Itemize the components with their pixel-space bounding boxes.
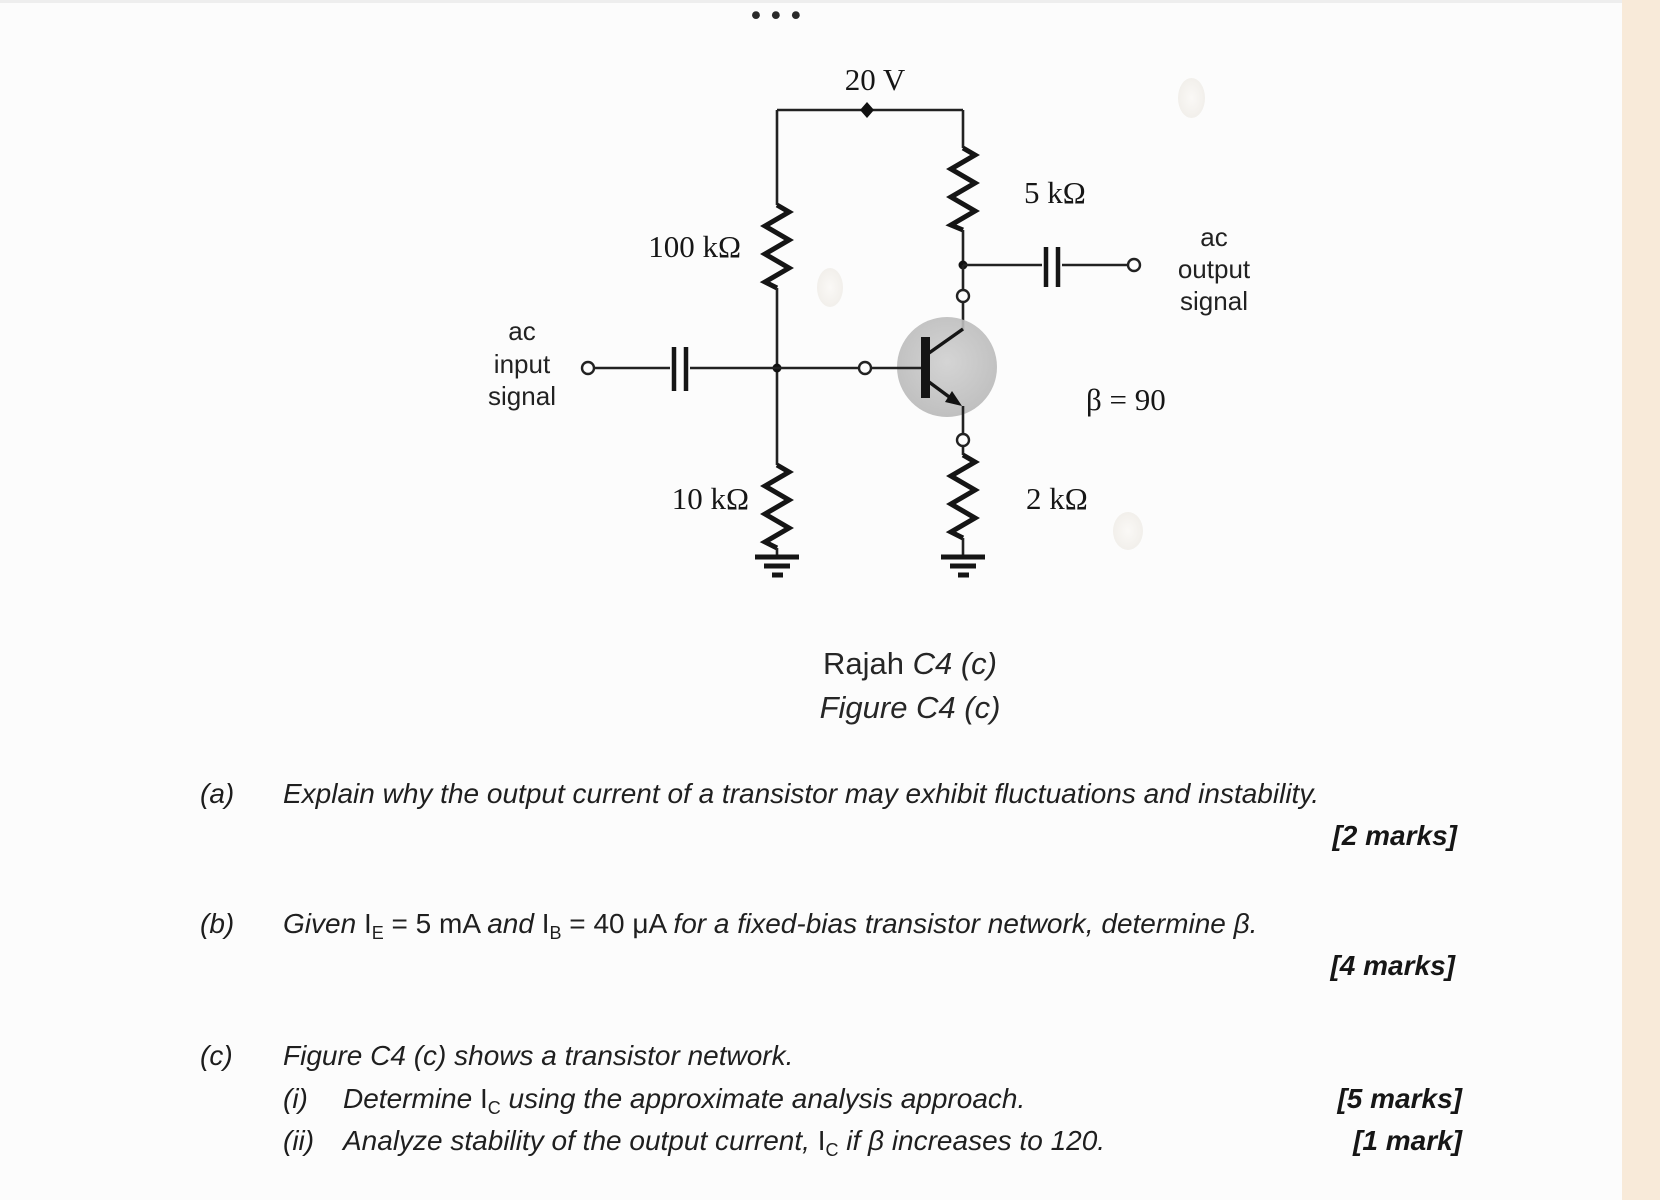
- scan-ghost-mark: [1113, 512, 1143, 550]
- question-c-text: Figure C4 (c) shows a transistor network…: [283, 1040, 794, 1071]
- resistor-100k-label: 100 kΩ: [648, 229, 741, 264]
- question-ci-text: Determine IC using the approximate analy…: [343, 1083, 1026, 1118]
- resistor-100k: [759, 202, 794, 291]
- ground-symbol-right: [941, 554, 985, 578]
- scan-ghost-mark: [1178, 78, 1205, 118]
- symbol-ib: IB: [541, 908, 562, 943]
- output-terminal: [1126, 257, 1142, 273]
- transistor-collector-lead: [928, 327, 964, 355]
- symbol-ic: IC: [479, 1083, 501, 1118]
- svg-text:input: input: [494, 349, 551, 379]
- transistor-emitter-lead: [927, 380, 954, 401]
- transistor-circuit-diagram: 20 V 100 kΩ 10 kΩ 5 kΩ ac output: [488, 62, 1251, 578]
- question-a-text: Explain why the output current of a tran…: [283, 778, 1320, 809]
- resistor-5k: [945, 145, 980, 233]
- input-capacitor: [671, 347, 689, 391]
- input-terminal: [580, 360, 596, 376]
- question-cii-text: Analyze stability of the output current,…: [343, 1125, 1106, 1160]
- page-edge-strip: [1622, 0, 1660, 1200]
- input-signal-label: ac input signal: [488, 316, 556, 411]
- caption-word-rajah: Rajah: [823, 646, 913, 681]
- question-c-label: (c): [200, 1040, 233, 1071]
- question-ci-marks: [5 marks]: [1337, 1083, 1462, 1114]
- beta-label: β = 90: [1086, 382, 1166, 417]
- svg-text:signal: signal: [488, 381, 556, 411]
- resistor-5k-label: 5 kΩ: [1024, 175, 1086, 210]
- question-ci-label: (i): [283, 1083, 308, 1114]
- question-b-text: Given IE = 5 mA and IB = 40 μA for a fix…: [283, 908, 1258, 943]
- emitter-terminal: [955, 432, 971, 448]
- base-terminal: [857, 360, 873, 376]
- output-signal-label: ac output signal: [1178, 222, 1251, 316]
- supply-node: [860, 102, 874, 118]
- symbol-ic: IC: [817, 1125, 839, 1160]
- scan-top-edge: [0, 0, 1660, 3]
- resistor-2k: [945, 452, 980, 541]
- figure-caption-english: Figure C4 (c): [819, 690, 1001, 725]
- symbol-ie: IE: [363, 908, 384, 943]
- caption-figure-ref: C4 (c): [912, 646, 997, 681]
- question-a-label: (a): [200, 778, 235, 809]
- scan-ghost-mark: [817, 268, 843, 307]
- supply-voltage-label: 20 V: [845, 62, 906, 97]
- svg-text:ac: ac: [508, 316, 535, 346]
- ground-symbol-left: [755, 554, 799, 578]
- svg-text:ac: ac: [1200, 222, 1227, 252]
- resistor-2k-label: 2 kΩ: [1026, 481, 1088, 516]
- ellipsis-dots: •••: [748, 1, 808, 32]
- transistor-emitter-arrow: [945, 391, 962, 406]
- question-b-marks: [4 marks]: [1330, 950, 1455, 981]
- svg-text:output: output: [1178, 254, 1251, 284]
- svg-text:signal: signal: [1180, 286, 1248, 316]
- figure-caption-malay: Rajah C4 (c): [660, 646, 1160, 682]
- question-a-marks: [2 marks]: [1332, 820, 1457, 851]
- question-cii-label: (ii): [283, 1125, 315, 1156]
- resistor-10k-label: 10 kΩ: [672, 481, 749, 516]
- collector-terminal: [955, 288, 971, 304]
- question-b-label: (b): [200, 908, 235, 939]
- resistor-10k: [759, 462, 794, 551]
- output-capacitor: [1043, 247, 1061, 287]
- question-cii-marks: [1 mark]: [1353, 1125, 1462, 1156]
- transistor-base-bar: [921, 337, 930, 398]
- transistor-npn: [897, 317, 997, 417]
